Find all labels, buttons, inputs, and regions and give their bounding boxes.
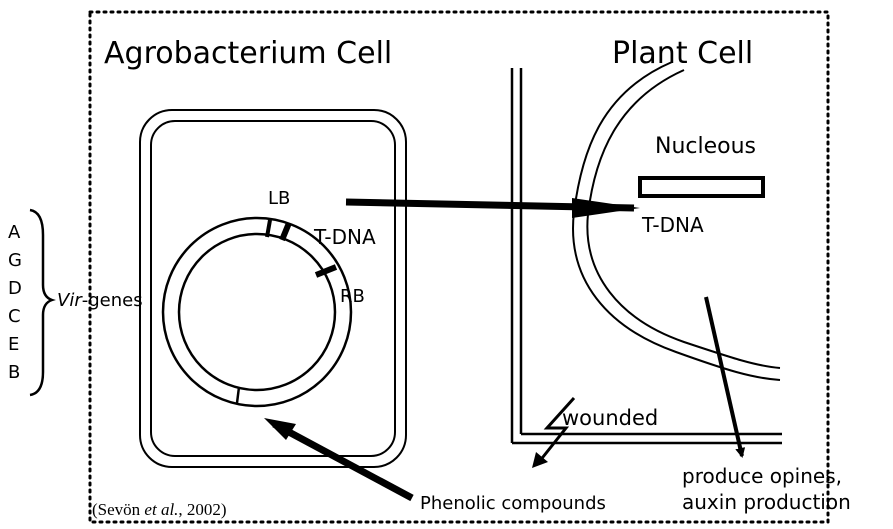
plant-cell-wall: [512, 68, 782, 443]
agrobacterium-cell-title: Agrobacterium Cell: [104, 36, 392, 71]
vir-gene-list: A G D C E B: [8, 222, 22, 383]
vir-genes-label-italic: Vir: [57, 290, 83, 311]
rb-label: RB: [340, 286, 365, 307]
wounded-label: wounded: [562, 406, 658, 430]
citation-pre: (Sevön: [92, 500, 144, 519]
opines-label-line2: auxin production: [682, 490, 851, 514]
vir-genes-label: Vir-genes: [57, 290, 143, 311]
opines-label-line1: produce opines,: [682, 464, 842, 488]
citation-post: , 2002): [178, 500, 226, 519]
vir-gene-d: D: [8, 278, 22, 299]
dotted-frame: [90, 12, 828, 522]
plasmid-bottom-mark: [237, 387, 239, 403]
vir-gene-a: A: [8, 222, 21, 243]
vir-gene-b: B: [8, 362, 20, 383]
vir-genes-brace: [30, 210, 52, 395]
vir-gene-g: G: [8, 250, 22, 271]
agrobacterium-cell: [140, 110, 406, 467]
tdna-plasmid-label: T-DNA: [313, 225, 376, 249]
nucleus-box: [640, 178, 763, 196]
opines-arrow: [706, 297, 742, 456]
lb-label: LB: [268, 188, 290, 209]
citation-etal: et al.: [144, 500, 178, 519]
citation: (Sevön et al., 2002): [92, 500, 227, 519]
lb-marker-2: [282, 223, 289, 240]
vir-gene-e: E: [8, 334, 19, 355]
tdna-plant-label: T-DNA: [641, 213, 704, 237]
tdna-transfer-arrowhead: [572, 198, 640, 218]
vir-genes-label-rest: -genes: [82, 290, 143, 311]
vir-gene-c: C: [8, 306, 21, 327]
nucleus-label: Nucleous: [655, 134, 756, 159]
plant-cell-title: Plant Cell: [612, 36, 753, 71]
phenolic-compounds-label: Phenolic compounds: [420, 493, 606, 514]
rb-marker: [316, 267, 336, 275]
